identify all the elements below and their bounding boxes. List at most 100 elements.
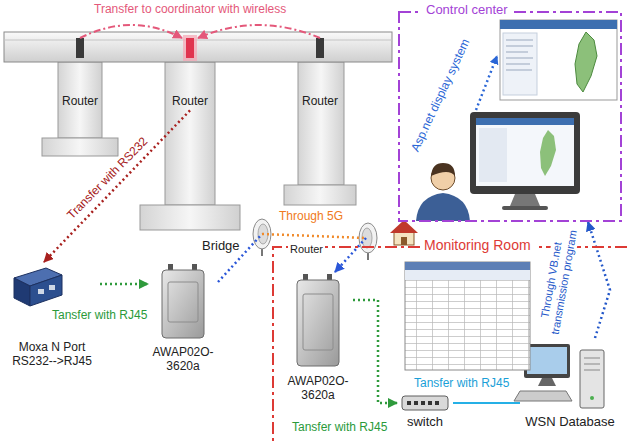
router-device (76, 35, 324, 61)
user-figure (416, 163, 470, 221)
connector (453, 403, 520, 404)
connector-label: Through VB.net transmission program (535, 223, 581, 340)
router-node: Router (298, 38, 343, 110)
switch-device (435, 401, 439, 405)
database-computer (580, 350, 604, 408)
bridge-pier (42, 138, 118, 156)
moxa-device (49, 285, 55, 290)
database-computer (538, 378, 556, 386)
moxa-device (30, 275, 62, 306)
structure-label: Bridge (200, 238, 242, 254)
region-heading: Control center (422, 3, 512, 18)
connector-line (198, 25, 320, 38)
bridge-deck (4, 32, 392, 62)
monitor (476, 118, 574, 186)
region-heading: Monitoring Room (420, 237, 535, 253)
device-label: Moxa N Port (4, 340, 100, 354)
device-label: Router (172, 94, 208, 108)
database-computer (524, 344, 570, 378)
router-device (183, 35, 197, 61)
monitoring-table-screenshot (405, 262, 530, 370)
connector (100, 284, 148, 285)
monitor (540, 130, 556, 176)
device-label: AWAP02O-3620a (287, 374, 348, 402)
connector-line (453, 402, 520, 404)
device-label: RS232-->RJ45 (12, 354, 92, 368)
connector-line (262, 234, 366, 238)
device-label: WSN Database (520, 414, 620, 430)
router-device (76, 38, 84, 58)
part-label: Router (288, 243, 325, 256)
web-display-screenshot (575, 32, 597, 92)
bridge-pier (42, 62, 356, 230)
link-note: Asp.net display system (407, 35, 474, 156)
device-label: AWAP02O-3620a (152, 345, 213, 373)
bridge-pier (284, 185, 356, 205)
bridge-pier (140, 205, 240, 230)
device-label: switch (397, 414, 453, 430)
monitoring-table-screenshot (405, 262, 530, 370)
wireless-bridge-device (297, 280, 339, 366)
house-icon (394, 232, 414, 245)
monitoring-table-screenshot (405, 262, 530, 370)
database-computer (527, 347, 567, 374)
monitor (470, 112, 580, 194)
wireless-bridge-node: AWAP02O-3620a (283, 272, 353, 405)
connector-line (588, 222, 610, 338)
user-figure (416, 193, 470, 221)
monitor (476, 118, 574, 125)
web-display-screenshot (500, 20, 617, 29)
connector (588, 222, 610, 338)
device-label: Router (58, 94, 103, 108)
moxa-device (38, 289, 44, 294)
house-icon (390, 220, 418, 245)
moxa-device (14, 268, 62, 306)
antenna-dish (253, 219, 377, 260)
switch-device (402, 396, 448, 410)
web-display-screenshot (506, 40, 533, 70)
database-computer (584, 358, 600, 370)
device-label: WSN Database (525, 414, 615, 429)
database-computer (590, 396, 594, 400)
connector-line (80, 25, 182, 38)
house-icon (401, 237, 407, 245)
device-label: RS232-->RJ45 (4, 354, 100, 368)
bridge-pier (298, 62, 344, 185)
wireless-bridge-device (168, 282, 198, 322)
connector (44, 110, 190, 262)
switch-device (402, 396, 448, 410)
web-display-screenshot (503, 33, 537, 95)
switch-device (421, 401, 425, 405)
connector-label: Tansfer with RJ45 (50, 308, 149, 322)
router-device (186, 38, 194, 58)
monitoring-table-screenshot (405, 262, 530, 270)
connector (80, 25, 182, 38)
device-label: switch (407, 414, 443, 429)
wireless-bridge-device (303, 294, 333, 350)
switch-node: switch (397, 392, 453, 432)
link-note: Transfer to coordinator with wireless (92, 2, 288, 16)
moxa-device (14, 278, 30, 306)
connector (353, 300, 397, 403)
monitor (510, 194, 540, 206)
switch-device (407, 401, 411, 405)
bridge-deck (4, 32, 392, 62)
region-outline (273, 247, 627, 441)
device-label: AWAP02O-3620a (148, 345, 218, 374)
device-label: Moxa N Port (19, 340, 86, 354)
switch-device (428, 401, 432, 405)
web-display-screenshot (500, 20, 617, 100)
monitor (479, 128, 507, 182)
device-label: Router (298, 94, 343, 108)
bridge-pier (58, 62, 102, 138)
monitor (470, 112, 580, 210)
monitoring-table-screenshot (405, 270, 530, 280)
connector-label: Transfer with RS232 (62, 133, 151, 224)
device-label: Router (62, 94, 98, 108)
web-display-screenshot (500, 20, 617, 100)
router-device (316, 38, 324, 58)
database-node: WSN Database (520, 338, 620, 432)
database-computer (514, 391, 572, 401)
device-label: Router (302, 94, 338, 108)
